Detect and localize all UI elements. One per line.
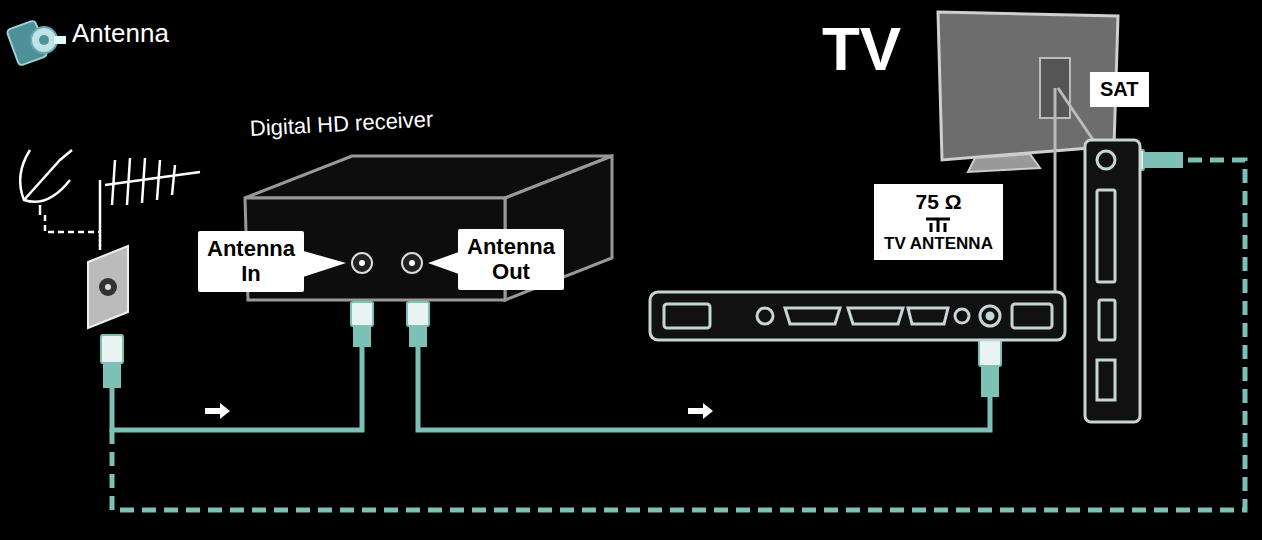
source-label: Antenna [72,18,169,49]
coax-plug [101,150,1182,396]
coax-cable [112,160,1245,510]
wall-socket [88,246,128,328]
flow-arrow [205,403,713,419]
label-box: Antenna Out [458,229,564,290]
node-text: TV [822,18,901,80]
node-text: 75 Ω [884,190,993,214]
node-text: Antenna In [207,236,295,287]
side-panel [1085,140,1140,422]
label-box: Antenna In [198,231,304,292]
coax-symbol [923,215,953,233]
dish-and-aerial [20,150,200,250]
callout-pointer [300,248,470,278]
coax-icon [6,20,66,66]
connector-panel [650,292,1065,340]
node-text: Digital HD receiver [249,97,620,142]
node-text: SAT [1100,78,1139,101]
node-text: TV ANTENNA [884,234,993,254]
tv-node: TV [822,18,901,80]
node-text: Antenna Out [467,234,555,285]
label-box: 75 Ω TV ANTENNA [874,184,1003,260]
receiver-node: Digital HD receiverAntenna InAntenna Out [250,116,620,306]
label-box: SAT [1090,72,1149,107]
